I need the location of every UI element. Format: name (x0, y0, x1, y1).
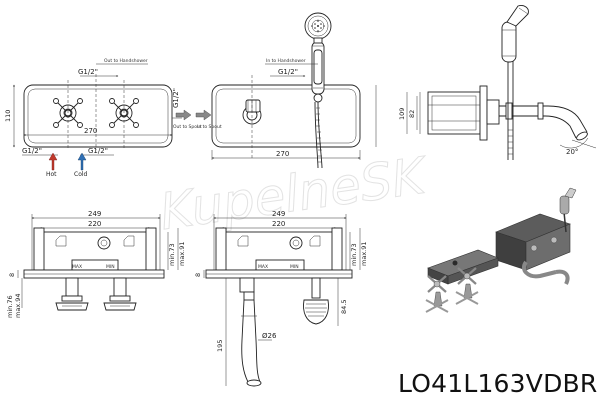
cold-arrow-icon (77, 152, 87, 171)
bl-249-label: 249 (88, 210, 101, 218)
hot-arrow-icon (48, 152, 58, 171)
bl-min-label: MIN (106, 264, 115, 270)
bl-handles (55, 277, 137, 311)
br-220-label: 220 (272, 220, 285, 228)
g12-left-label: G1/2" (22, 147, 42, 155)
br-min73-label: min.73 (350, 243, 358, 266)
out-to-handshower-label: Out to Handshower (104, 58, 148, 64)
back-g12-label: G1/2" (278, 68, 298, 76)
br-195-label: 195 (216, 340, 224, 352)
side-109-label: 109 (398, 108, 406, 120)
isometric-view (425, 187, 577, 313)
back-view: In to Handshower G1/2" In to Spout 270 (195, 12, 377, 169)
g12-right-bottom-label: G1/2" (88, 147, 108, 155)
bottom-right-view: 249 220 MAX MIN (194, 210, 368, 387)
back-width-270-label: 270 (276, 150, 289, 158)
bl-8-label: 8 (8, 273, 16, 277)
cold-label: Cold (74, 171, 88, 178)
g12-top-label: G1/2" (78, 68, 98, 76)
side-82-label: 82 (408, 110, 416, 118)
br-d26-label: Ø26 (262, 332, 277, 340)
bl-max91-label: max.91 (178, 242, 186, 267)
spout-in-arrow-icon (195, 109, 212, 121)
bl-max-label: MAX (72, 264, 82, 270)
br-max-label: MAX (258, 264, 268, 270)
bl-220-label: 220 (88, 220, 101, 228)
out-to-spout-label: Out to Spout (173, 124, 202, 130)
bl-min76-label: min.76 (6, 295, 14, 318)
front-view: Out to Handshower G1/2" G1/2" 110 270 G1… (4, 58, 202, 178)
g12-right-label: G1/2" (172, 88, 180, 108)
width-270-label: 270 (84, 127, 97, 135)
br-8-label: 8 (194, 273, 202, 277)
side-view: 109 82 20° (398, 5, 597, 160)
spout-down (239, 277, 262, 387)
spout-out-arrow-icon (175, 109, 192, 121)
angle-20-label: 20° (566, 148, 578, 156)
shower-head-bottom (303, 277, 329, 325)
bl-max94-label: max.94 (14, 294, 22, 319)
height-110-label: 110 (4, 110, 12, 122)
bl-min73-label: min.73 (168, 243, 176, 266)
watermark: KupelneSK (156, 146, 432, 241)
in-to-handshower-label: In to Handshower (266, 58, 306, 64)
br-min-label: MIN (290, 264, 299, 270)
br-max91-label: max.91 (360, 242, 368, 267)
handshower-front (304, 12, 332, 169)
br-249-label: 249 (272, 210, 285, 218)
product-code: LO41L163VDBR (398, 369, 598, 398)
in-to-spout-label: In to Spout (197, 124, 222, 130)
br-845-label: 84.5 (340, 300, 348, 314)
hot-label: Hot (46, 171, 57, 178)
bottom-left-view: 249 220 MAX MIN min.73 m (6, 210, 186, 318)
